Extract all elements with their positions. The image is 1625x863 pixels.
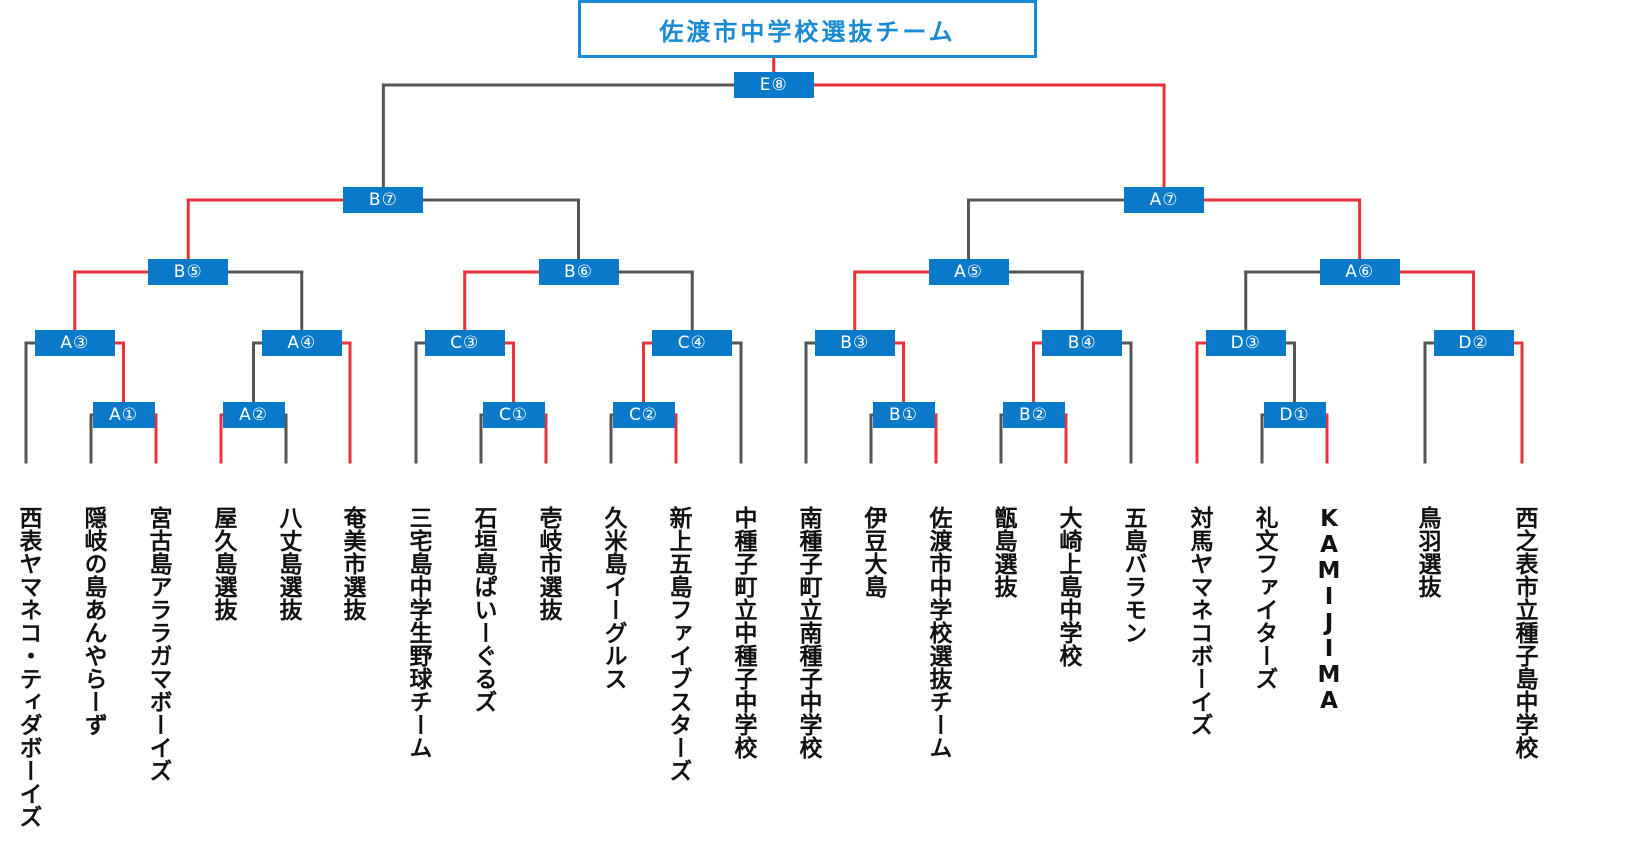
team-name: 石垣島ぱいーぐるズ (470, 506, 496, 713)
match-box: A② (222, 402, 285, 428)
match-box: A① (92, 402, 155, 428)
match-box: D① (1263, 402, 1326, 428)
match-box: A③ (34, 330, 115, 356)
team-name: 礼文ファイターズ (1251, 506, 1277, 690)
match-box: B④ (1042, 330, 1123, 356)
team-name: 八丈島選抜 (275, 506, 301, 621)
team-name: 大崎上島中学校 (1055, 506, 1081, 667)
team-name: 南種子町立南種子中学校 (795, 506, 821, 759)
match-box: A⑥ (1319, 259, 1400, 285)
team-name: 五島バラモン (1120, 506, 1146, 644)
match-box: B③ (814, 330, 895, 356)
team-name: 隠岐の島あんやらーず (80, 506, 106, 736)
team-name: 三宅島中学生野球チーム (405, 506, 431, 759)
match-box: D② (1433, 330, 1514, 356)
team-name: 甑島選抜 (990, 506, 1016, 598)
match-box: D③ (1205, 330, 1286, 356)
match-box: A⑤ (928, 259, 1009, 285)
team-name: 中種子町立中種子中学校 (730, 506, 756, 759)
team-name: 伊豆大島 (860, 506, 886, 598)
match-box: C③ (424, 330, 505, 356)
team-name: 久米島イーグルス (600, 506, 626, 690)
match-box: C② (612, 402, 675, 428)
match-box: B⑤ (148, 259, 229, 285)
team-name: KAMIJIMA (1316, 506, 1342, 714)
team-name: 奄美市選抜 (339, 506, 365, 621)
match-box: E⑧ (733, 72, 814, 98)
team-name: 屋久島選抜 (210, 506, 236, 621)
match-box: A⑦ (1124, 187, 1205, 213)
team-name: 西之表市立種子島中学校 (1511, 506, 1537, 759)
match-box: A④ (261, 330, 342, 356)
match-box: B⑦ (343, 187, 424, 213)
team-name: 新上五島ファイブスターズ (665, 506, 691, 782)
team-name: 対馬ヤマネコボーイズ (1186, 506, 1212, 736)
team-name: 壱岐市選抜 (535, 506, 561, 621)
match-box: C④ (652, 330, 733, 356)
match-box: B② (1002, 402, 1065, 428)
match-box: C① (482, 402, 545, 428)
team-name: 西表ヤマネコ・ティダボーイズ (15, 506, 41, 828)
team-name: 宮古島アララガマボーイズ (145, 506, 171, 782)
team-name: 鳥羽選抜 (1414, 506, 1440, 598)
champion-title: 佐渡市中学校選抜チーム (578, 0, 1037, 58)
match-box: B⑥ (538, 259, 619, 285)
match-box: B① (872, 402, 935, 428)
team-name: 佐渡市中学校選抜チーム (925, 506, 951, 759)
